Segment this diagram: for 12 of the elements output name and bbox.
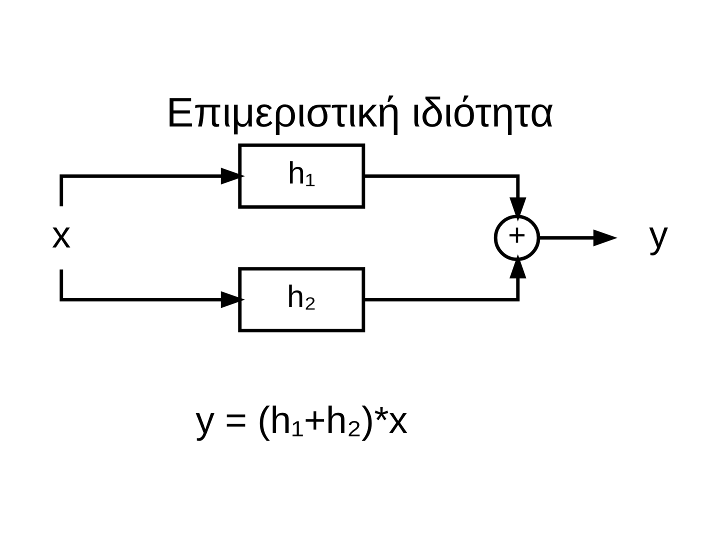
node-box: h₁: [238, 143, 366, 208]
node-text: y: [649, 213, 668, 256]
arrow: [60, 167, 245, 206]
arrow: [60, 269, 245, 308]
arrow: [364, 174, 526, 221]
arrow: [364, 254, 526, 301]
node-circle: +: [494, 214, 540, 261]
node-box: h₂: [238, 266, 366, 332]
label: y = (h₁+h₂)*x: [196, 398, 408, 440]
diagram-title: Επιμεριστική ιδιότητα: [166, 89, 554, 136]
arrow: [538, 228, 618, 246]
node-text: x: [52, 213, 71, 256]
